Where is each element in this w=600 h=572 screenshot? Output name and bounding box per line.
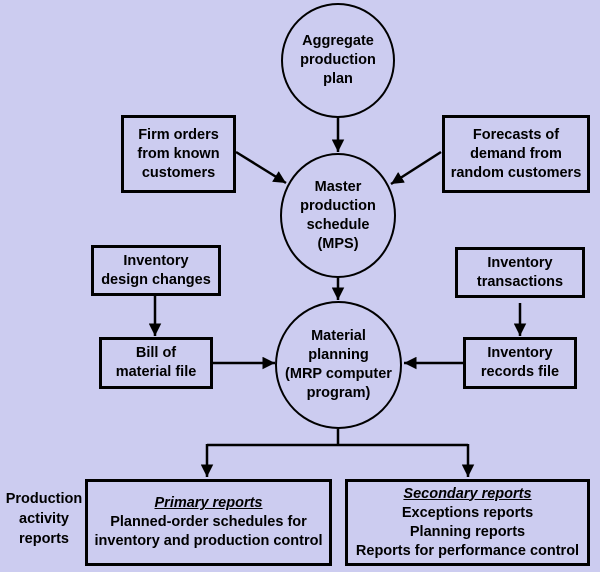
edge-firm-orders-to-mps (235, 150, 287, 185)
node-text-line: Planned-order schedules for (110, 514, 307, 530)
node-text-line: program) (306, 385, 371, 401)
node-firm-orders: Firm orders from known customers (121, 115, 236, 193)
node-text-line: records file (480, 364, 560, 380)
node-text-line: demand from (470, 145, 562, 162)
node-text-line: production (300, 197, 376, 214)
node-text-line: Inventory (487, 345, 553, 361)
node-text-line: Forecasts of (472, 126, 560, 143)
node-bill-of-material-file: Bill of material file (99, 337, 213, 389)
node-text-line: plan (323, 71, 353, 87)
node-text-line: activity (19, 511, 69, 527)
node-text-line: (MRP computer (285, 366, 392, 382)
node-forecasts: Forecasts of demand from random customers (442, 115, 590, 193)
node-text-line: production (300, 52, 376, 68)
node-text-line: Inventory (123, 252, 189, 269)
edge-forecasts-to-mps (390, 150, 442, 186)
node-text-line: inventory and production control (94, 533, 323, 549)
node-text-line: design changes (101, 271, 211, 288)
node-text-line: (MPS) (317, 235, 359, 252)
node-text-line: schedule (306, 216, 370, 233)
node-master-production-schedule: Master production schedule (MPS) (280, 153, 396, 278)
node-inventory-transactions: Inventory transactions (455, 247, 585, 298)
node-text-line: customers (141, 164, 216, 181)
node-inventory-records-file: Inventory records file (463, 337, 577, 389)
node-heading: Primary reports (154, 495, 263, 511)
node-aggregate-production-plan: Aggregate production plan (281, 3, 395, 118)
node-text-line: Bill of (135, 345, 177, 361)
node-text-line: planning (308, 347, 369, 363)
node-text-line: Inventory (487, 254, 553, 271)
node-text-line: from known (137, 145, 220, 162)
node-text-line: Master (314, 178, 362, 195)
node-text-line: transactions (476, 273, 564, 290)
node-text-line: material file (115, 364, 197, 380)
node-text-line: Production (5, 491, 83, 507)
node-heading: Secondary reports (403, 485, 532, 502)
node-text-line: Planning reports (409, 523, 526, 540)
production-activity-reports-label: Production activity reports (0, 489, 88, 549)
node-text-line: reports (19, 531, 69, 547)
node-text-line: Exceptions reports (401, 504, 534, 521)
node-text-line: random customers (450, 164, 582, 181)
node-text-line: Reports for performance control (355, 542, 580, 559)
node-text-line: Aggregate (302, 33, 374, 49)
node-text-line: Material (311, 328, 366, 344)
node-inventory-design-changes: Inventory design changes (91, 245, 221, 296)
node-material-planning-mrp: Material planning (MRP computer program) (275, 301, 402, 429)
node-text-line: Firm orders (138, 126, 219, 143)
